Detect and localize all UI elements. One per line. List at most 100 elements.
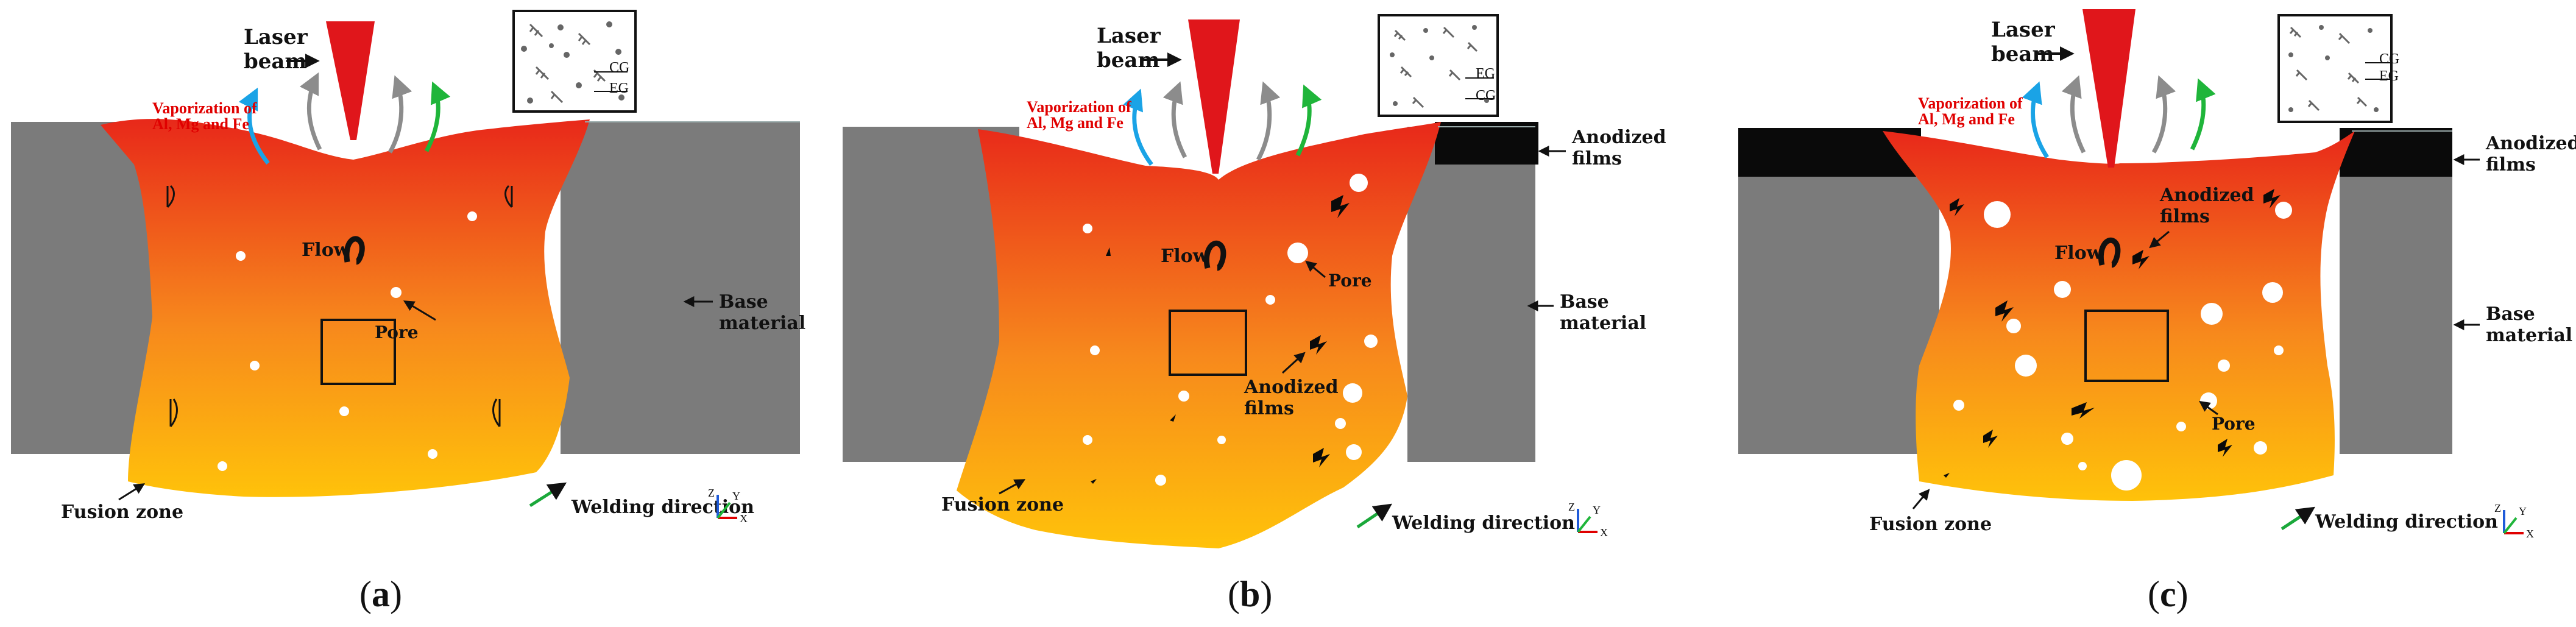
anodized-fragment bbox=[1313, 448, 1330, 467]
fusion-pool bbox=[101, 119, 590, 497]
anodized-inner-label-line1: Anodized bbox=[1244, 377, 1339, 398]
fusion-pool bbox=[1883, 131, 2355, 501]
vapor-arrow-gray-left bbox=[2061, 75, 2086, 154]
pore bbox=[2201, 303, 2223, 325]
pore bbox=[2262, 282, 2283, 303]
welding-direction-label: Welding direction bbox=[571, 497, 754, 518]
pore bbox=[2176, 422, 2186, 431]
inset-label-eg: EG bbox=[2379, 68, 2399, 84]
pore bbox=[1953, 400, 1964, 411]
grain-inset bbox=[2277, 14, 2393, 123]
pore bbox=[2006, 319, 2021, 333]
base-material-label-line1: Base bbox=[1560, 291, 1609, 313]
anodized-film-right bbox=[2340, 128, 2452, 177]
axis-triad: Z Y X bbox=[2494, 502, 2534, 540]
pore bbox=[2054, 281, 2071, 298]
pore bbox=[2061, 433, 2073, 445]
anodized-fragment bbox=[1944, 473, 1950, 478]
flow-arrow bbox=[504, 185, 513, 208]
anodized-fragment bbox=[1310, 335, 1327, 355]
pore-label: Pore bbox=[2212, 414, 2256, 434]
pore bbox=[1090, 345, 1100, 355]
pore bbox=[1083, 435, 1092, 445]
pore bbox=[2078, 462, 2087, 470]
pore bbox=[2218, 360, 2230, 372]
panel-c: Laser beam Vaporization of Al, Mg and Fe… bbox=[1738, 9, 2576, 614]
caption-c: (c) bbox=[2148, 574, 2189, 614]
base-material-label-line2: material bbox=[1560, 313, 1646, 334]
pore bbox=[1364, 335, 1378, 348]
pore bbox=[391, 287, 402, 298]
flow-arrow bbox=[169, 399, 178, 427]
flow-symbol bbox=[344, 236, 365, 265]
inset-region-box bbox=[320, 319, 396, 385]
pore bbox=[236, 251, 246, 261]
pore bbox=[1265, 295, 1275, 305]
anodized-top-label-line2: films bbox=[1572, 148, 1622, 169]
axis-triad: Z Y X bbox=[708, 487, 748, 525]
welding-direction-arrow bbox=[529, 482, 567, 508]
panel-b: Laser beam Vaporization of Al, Mg and Fe… bbox=[843, 14, 1666, 614]
pore bbox=[218, 461, 227, 471]
svg-text:Y: Y bbox=[732, 490, 740, 502]
anodized-fragment bbox=[2263, 189, 2281, 208]
fusion-pool bbox=[957, 122, 1441, 548]
grain-inset bbox=[512, 10, 637, 113]
base-material-label-line1: Base bbox=[2486, 303, 2535, 325]
pore bbox=[1155, 475, 1166, 486]
anodized-inner-label-line2: films bbox=[1244, 398, 1294, 419]
caption-b: (b) bbox=[1228, 574, 1272, 614]
pore bbox=[2274, 345, 2284, 355]
base-material-right bbox=[561, 122, 800, 454]
pore bbox=[250, 361, 260, 370]
axis-triad: Z Y X bbox=[1568, 501, 1608, 539]
pore bbox=[1287, 243, 1308, 263]
anodized-inner-label-line2: films bbox=[2160, 206, 2210, 227]
fusion-zone-label: Fusion zone bbox=[61, 501, 183, 523]
pore bbox=[1343, 383, 1362, 403]
flow-label: Flow bbox=[1161, 246, 1209, 267]
welding-direction-label: Welding direction bbox=[1392, 512, 1575, 534]
anodized-fragment bbox=[2132, 250, 2150, 269]
svg-text:X: X bbox=[1600, 526, 1608, 539]
anodized-film bbox=[1435, 122, 1538, 165]
vapor-arrow-gray-right bbox=[387, 75, 412, 154]
pore bbox=[1217, 436, 1226, 444]
pore-label: Pore bbox=[1328, 271, 1372, 291]
fusion-zone-label: Fusion zone bbox=[941, 494, 1064, 515]
svg-text:Z: Z bbox=[708, 487, 715, 499]
anodized-fragment bbox=[1106, 247, 1111, 256]
pore bbox=[1335, 418, 1346, 429]
inset-label-cg: CG bbox=[2379, 51, 2399, 67]
caption-a: (a) bbox=[359, 574, 402, 614]
inset-label-eg: EG bbox=[1476, 66, 1495, 82]
vapor-arrow-blue bbox=[2022, 81, 2049, 158]
anodized-top-label-line2: films bbox=[2486, 154, 2536, 175]
svg-text:Y: Y bbox=[2519, 505, 2527, 517]
anodized-fragments bbox=[1944, 189, 2281, 478]
laser-beam-cone bbox=[2082, 9, 2135, 168]
flow-arrow bbox=[166, 185, 175, 208]
anodized-fragment bbox=[2072, 402, 2095, 419]
anodized-fragment bbox=[1995, 300, 2014, 322]
pore bbox=[2275, 202, 2292, 219]
pore bbox=[339, 406, 349, 416]
base-material-label-line1: Base bbox=[719, 291, 768, 313]
welding-direction-label: Welding direction bbox=[2315, 511, 2498, 533]
base-material-right bbox=[2340, 174, 2452, 454]
base-material-left bbox=[1738, 174, 1939, 454]
svg-text:X: X bbox=[2526, 528, 2534, 540]
pore bbox=[1984, 201, 2011, 228]
flow-symbol bbox=[1204, 240, 1226, 271]
pore bbox=[1346, 444, 1362, 460]
svg-text:Z: Z bbox=[1568, 501, 1575, 513]
flow-symbol bbox=[2098, 237, 2121, 268]
laser-label-line1: Laser bbox=[244, 25, 308, 49]
flow-label: Flow bbox=[302, 239, 350, 261]
anodized-fragment bbox=[1983, 430, 1998, 448]
anodized-fragment bbox=[1170, 414, 1176, 422]
base-material-label-line2: material bbox=[719, 313, 805, 334]
vapor-arrow-gray-left bbox=[299, 72, 322, 151]
anodized-fragment bbox=[2218, 439, 2232, 457]
